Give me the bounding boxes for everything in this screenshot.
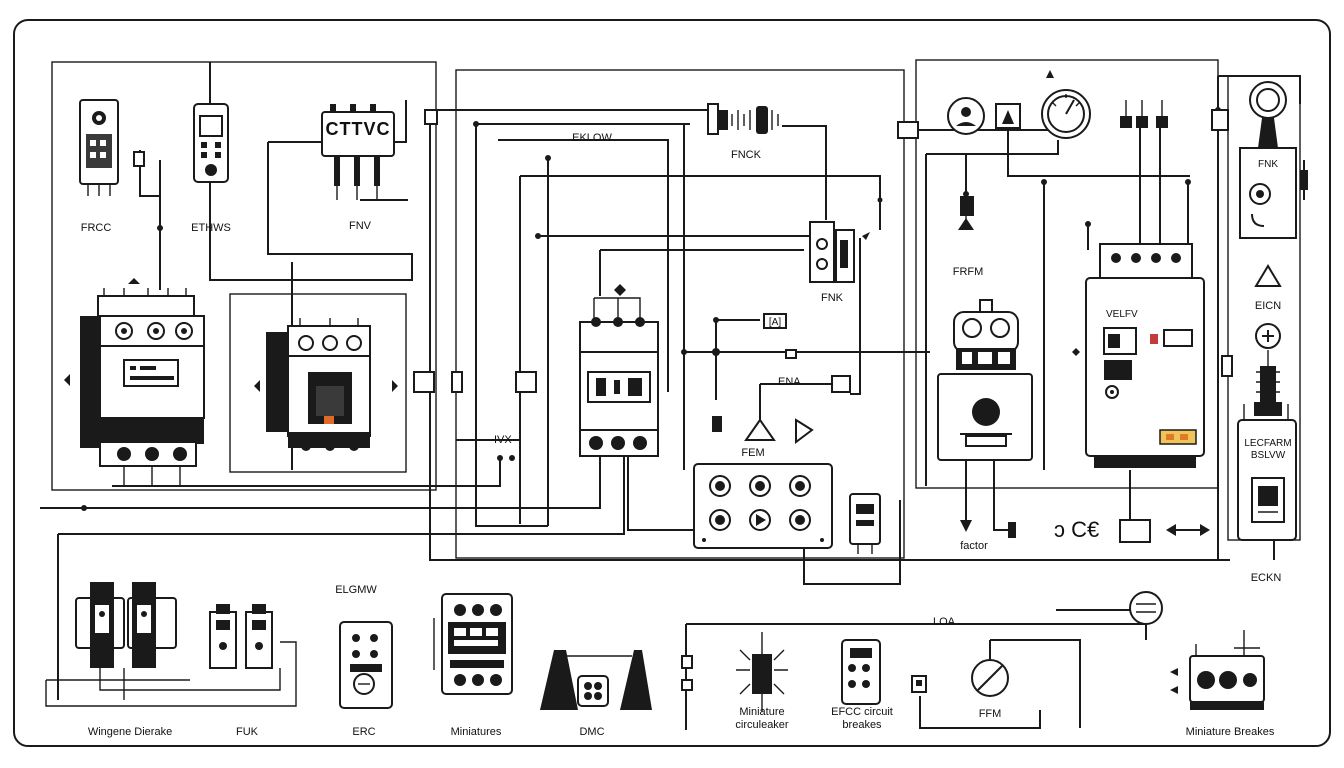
frfm-sensors — [947, 97, 1021, 230]
relay-symbol: [A] — [768, 317, 782, 328]
label-eklow: EKLOW — [572, 132, 612, 144]
label-miniature-circuit-leaker: Miniature circuleaker — [735, 706, 789, 731]
label-ethws: ETHWS — [191, 222, 231, 234]
label-fnv: FNV — [349, 220, 371, 232]
label-miniatures: Miniatures — [450, 726, 502, 738]
label-ivx: IVX — [494, 434, 512, 446]
middle-contactor — [254, 318, 398, 451]
label-fnk: FNK — [821, 292, 843, 304]
erc-remote — [339, 621, 393, 709]
cttvc-block — [321, 104, 395, 200]
circuit-leaker-symbol — [681, 632, 788, 712]
pushbutton-panel — [693, 463, 833, 549]
label-fem: FEM — [741, 447, 765, 459]
label-wingene: Wingene Dierake — [87, 726, 173, 738]
label-efcc-circuit-breakes: EFCC circuit breakes — [831, 706, 893, 731]
label-eckn: ECKN — [1250, 572, 1282, 584]
fuk-fuses — [209, 604, 273, 669]
label-frfm: FRFM — [952, 266, 984, 278]
fnk-terminals — [809, 197, 883, 283]
small-breaker — [849, 493, 881, 554]
loa-meter — [1129, 591, 1163, 625]
label-loa: LOA — [932, 616, 956, 628]
factor-symbols — [960, 519, 1210, 543]
logic-symbols — [712, 313, 851, 444]
miniature-breakes-panel — [1170, 630, 1265, 710]
ethws-meter — [193, 103, 229, 183]
label-cttvc: CTTVC — [325, 119, 391, 139]
label-frcc: FRCC — [80, 222, 112, 234]
label-lecfarm: LECFARM BSLVW — [1244, 438, 1292, 461]
label-factor: factor — [960, 540, 988, 552]
inner-panel-frame — [229, 293, 407, 473]
label-fnk-top: FNK — [1258, 159, 1278, 170]
label-erc: ERC — [352, 726, 376, 738]
fnck-connector — [707, 103, 779, 135]
far-right-devices — [1237, 81, 1308, 541]
center-relay — [579, 284, 659, 457]
ce-mark: ↄ C€ — [1054, 517, 1100, 542]
label-ena: ENA — [778, 376, 801, 388]
label-fnck: FNCK — [731, 149, 761, 161]
miniatures-module — [433, 593, 513, 695]
motor-drive — [937, 299, 1033, 461]
label-miniature-breakes: Miniature Breakes — [1185, 726, 1275, 738]
frcc-device — [79, 99, 145, 196]
label-ffm: FFM — [978, 708, 1002, 720]
label-velfv: VELFV — [1106, 309, 1138, 320]
bus-wires — [40, 62, 1305, 730]
center-bus-frame — [455, 69, 905, 559]
label-fuk: FUK — [236, 726, 258, 738]
velfv-controller — [1072, 243, 1205, 468]
left-panel-frame — [51, 61, 437, 491]
diagram-frame — [13, 19, 1331, 747]
ffm-symbol — [971, 659, 1009, 697]
inline-terminals — [413, 109, 1233, 393]
wingene-breakers — [45, 582, 297, 707]
gauge — [1041, 70, 1091, 139]
dmc-cones — [540, 650, 652, 710]
label-eicn: EICN — [1254, 300, 1282, 312]
label-dmc: DMC — [579, 726, 605, 738]
label-elgmw: ELGMW — [335, 584, 377, 596]
fuse-cluster — [1120, 100, 1168, 128]
left-contactor — [64, 278, 205, 486]
efcc-breaker — [841, 639, 927, 705]
